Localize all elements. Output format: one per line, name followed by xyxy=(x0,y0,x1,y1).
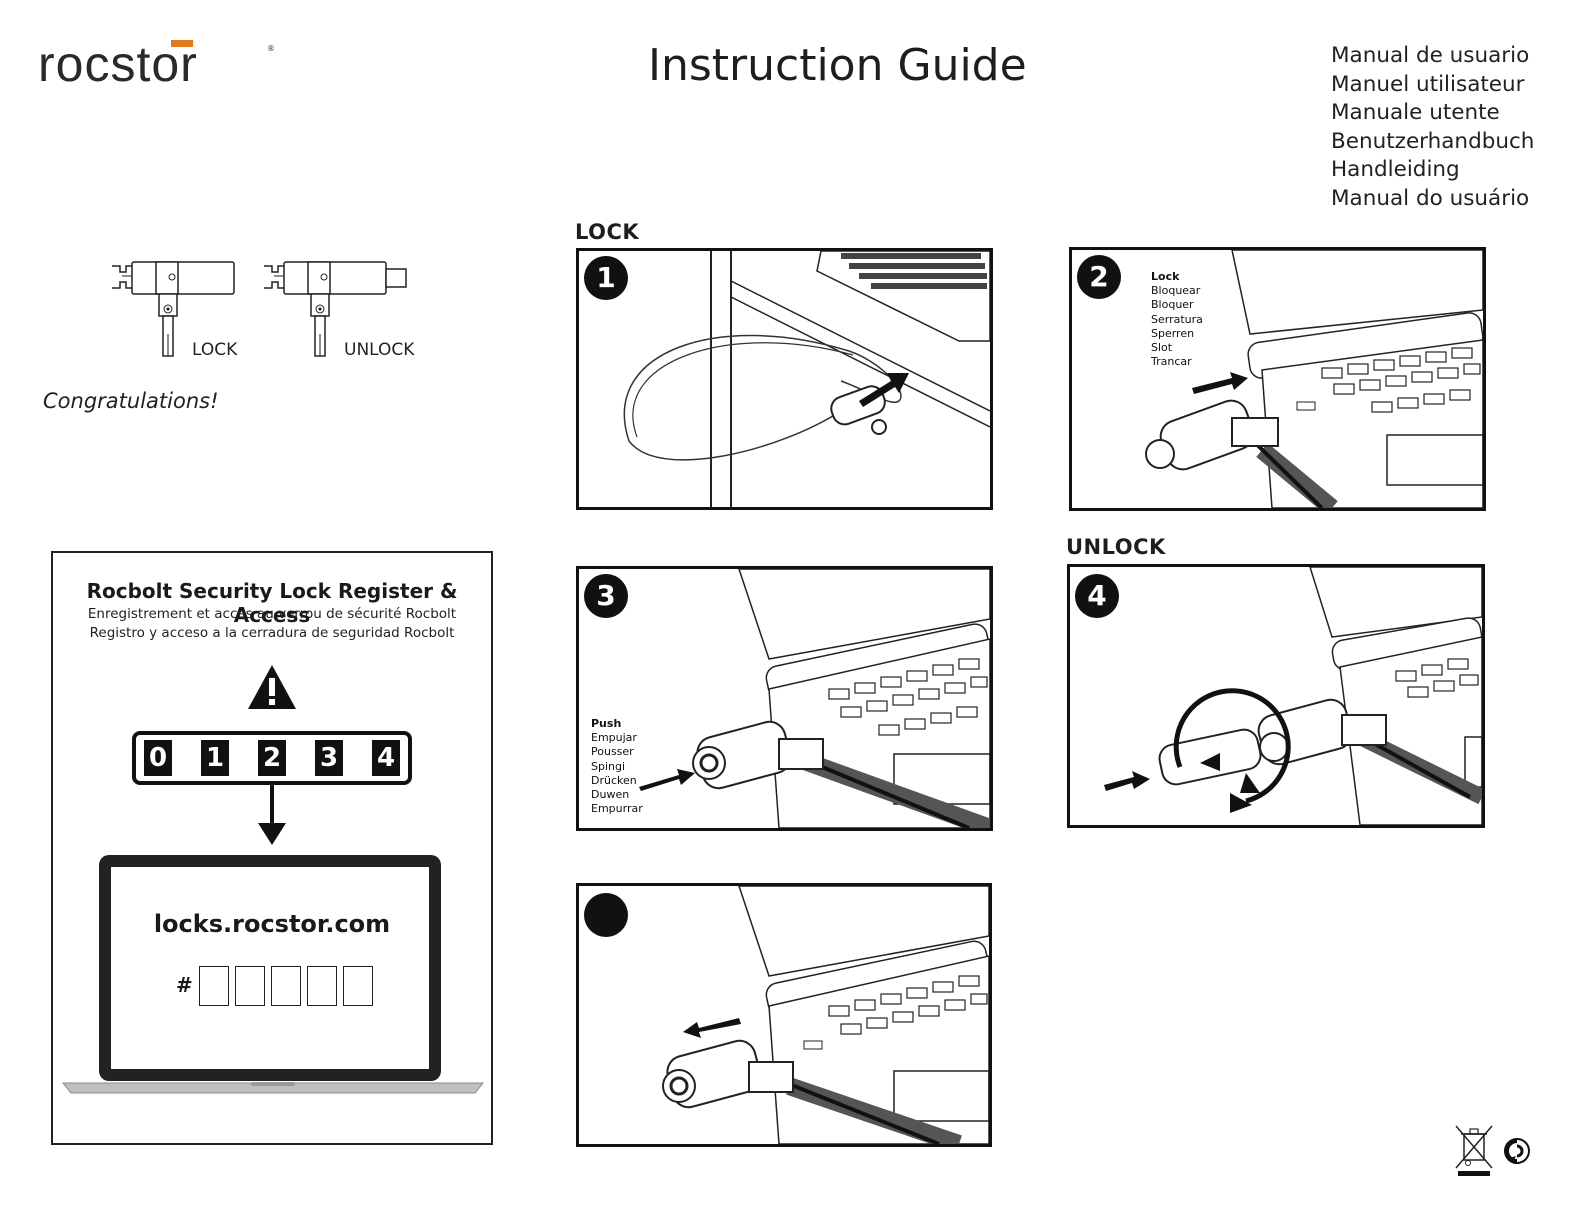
code-digit: 1 xyxy=(201,740,229,776)
language-item: Benutzerhandbuch xyxy=(1331,128,1535,154)
step-2-illustration xyxy=(1145,250,1483,508)
step-3-panel: 3 Push Empujar Pousser Spingi Drücken Du… xyxy=(576,566,993,831)
step-2-badge: 2 xyxy=(1077,255,1121,299)
registered-mark: ® xyxy=(267,44,275,53)
lock-key-drawing xyxy=(112,261,235,357)
step-word: Lock xyxy=(1151,270,1180,283)
step-word: Empurrar xyxy=(591,802,643,816)
code-entry-box xyxy=(271,966,301,1006)
unlock-state-illustration xyxy=(260,258,410,358)
step-word: Sperren xyxy=(1151,326,1195,340)
code-digit: 2 xyxy=(258,740,286,776)
step-word: Bloquear xyxy=(1151,284,1201,298)
step-word: Trancar xyxy=(1151,355,1192,369)
register-access-panel: Rocbolt Security Lock Register & Access … xyxy=(51,551,493,1145)
language-item: Manual do usuário xyxy=(1331,185,1530,211)
code-digit: 0 xyxy=(144,740,172,776)
step-2-panel: 2 Lock Bloquear Bloquer Serratura Sperre… xyxy=(1069,247,1486,511)
step-3-badge: 3 xyxy=(584,574,628,618)
language-item: Manuel utilisateur xyxy=(1331,71,1525,97)
register-url-link[interactable]: locks.rocstor.com xyxy=(153,910,391,938)
unlock-state-label: UNLOCK xyxy=(344,340,415,360)
language-item: Manual de usuario xyxy=(1331,43,1530,68)
step-5-badge xyxy=(584,893,628,937)
step-2-word-list: Lock Bloquear Bloquer Serratura Sperren … xyxy=(1151,270,1203,369)
step-5-illustration xyxy=(662,886,989,1144)
language-item: Manuale utente xyxy=(1331,100,1500,125)
code-prefix: # xyxy=(176,973,193,997)
step-3-word-list: Push Empujar Pousser Spingi Drücken Duwe… xyxy=(591,717,643,816)
step-word: Drücken xyxy=(591,773,637,787)
lock-section-label: LOCK xyxy=(575,220,640,244)
step-4-illustration xyxy=(1104,567,1482,825)
step-word: Serratura xyxy=(1151,312,1203,326)
code-digit: 3 xyxy=(315,740,343,776)
arrow-down-icon xyxy=(258,785,286,845)
weee-crossed-bin-icon xyxy=(1455,1125,1493,1176)
register-title: Rocbolt Security Lock Register & Access xyxy=(86,579,458,627)
step-word: Push xyxy=(591,717,622,730)
warning-triangle-icon xyxy=(248,665,296,709)
step-1-illustration xyxy=(623,251,990,507)
code-entry-box xyxy=(307,966,337,1006)
step-word: Spingi xyxy=(591,759,626,773)
rocstor-logo: rocstor ® xyxy=(38,36,275,92)
code-entry-box xyxy=(235,966,265,1006)
step-word: Duwen xyxy=(591,788,630,802)
step-3-illustration xyxy=(639,569,990,828)
language-item: Handleiding xyxy=(1331,157,1460,182)
code-entry-box xyxy=(199,966,229,1006)
register-subtitle-es: Registro y acceso a la cerradura de segu… xyxy=(89,625,455,641)
step-word: Empujar xyxy=(591,731,637,745)
code-digit: 4 xyxy=(372,740,400,776)
unlock-key-drawing xyxy=(264,261,407,357)
laptop-icon xyxy=(61,855,485,1094)
code-digit-row: 0 1 2 3 4 xyxy=(132,731,412,785)
green-dot-recycle-icon xyxy=(1504,1138,1530,1164)
step-4-badge: 4 xyxy=(1075,574,1119,618)
congratulations-text: Congratulations! xyxy=(43,389,219,413)
register-subtitle-fr: Enregistrement et accès au verrou de séc… xyxy=(87,606,457,622)
step-5-panel xyxy=(576,883,992,1147)
code-entry-box xyxy=(343,966,373,1006)
logo-accent-bar xyxy=(171,40,193,47)
page-title: Instruction Guide xyxy=(648,40,1027,91)
language-list: Manual de usuario Manuel utilisateur Man… xyxy=(1331,42,1534,213)
lock-state-illustration xyxy=(108,258,238,358)
step-1-panel: 1 xyxy=(576,248,993,510)
step-word: Bloquer xyxy=(1151,298,1194,312)
step-word: Slot xyxy=(1151,341,1173,355)
unlock-section-label: UNLOCK xyxy=(1066,535,1166,559)
logo-text: rocstor xyxy=(38,36,198,92)
step-word: Pousser xyxy=(591,745,634,759)
step-1-badge: 1 xyxy=(584,256,628,300)
lock-state-label: LOCK xyxy=(192,340,238,360)
step-4-panel: 4 xyxy=(1067,564,1485,828)
